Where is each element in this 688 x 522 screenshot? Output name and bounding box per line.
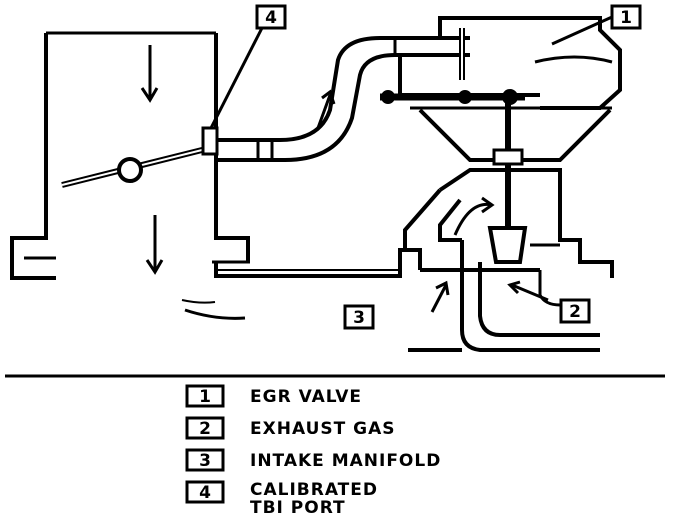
legend-label-4-line2: TBI PORT [250,498,346,518]
legend-item-1: 1 EGR VALVE [185,384,362,408]
airflow-arrow-lower [145,215,164,275]
legend-item-4: 4 CALIBRATED TBI PORT [185,480,378,518]
egr-valve-base [403,168,614,278]
egr-valve-stem [492,100,524,230]
egr-flow-arrow [316,89,336,129]
legend-item-3: 3 INTAKE MANIFOLD [185,448,441,472]
legend-label-3: INTAKE MANIFOLD [250,451,441,471]
callout-1: 1 [551,4,642,46]
callout-4-text: 4 [265,8,277,28]
callout-2-text: 2 [569,302,581,322]
legend-number-3: 3 [199,451,211,471]
intake-manifold-outline [214,248,540,278]
exhaust-passage [408,240,600,352]
airflow-arrow-upper [140,45,159,103]
legend: 1 EGR VALVE 2 EXHAUST GAS 3 INTAKE MANIF… [185,384,441,518]
legend-label-1: EGR VALVE [250,387,362,407]
throttle-plate [61,145,211,188]
callout-4: 4 [201,4,287,156]
exhaust-flow-arrow-up [453,196,495,236]
legend-number-1: 1 [199,387,211,407]
egr-pipe [216,36,470,162]
legend-label-4-line1: CALIBRATED [250,480,378,500]
legend-item-2: 2 EXHAUST GAS [185,416,396,440]
callout-1-text: 1 [620,8,632,28]
legend-number-4: 4 [199,483,211,503]
legend-label-2: EXHAUST GAS [250,419,396,439]
exhaust-flow-arrow-right [507,280,549,302]
exhaust-flow-arrow-left [430,280,450,313]
manifold-flow-mark [181,299,246,320]
callout-2: 2 [559,298,591,324]
legend-number-2: 2 [199,419,211,439]
callout-3-text: 3 [353,308,365,328]
callout-3: 3 [343,304,375,330]
